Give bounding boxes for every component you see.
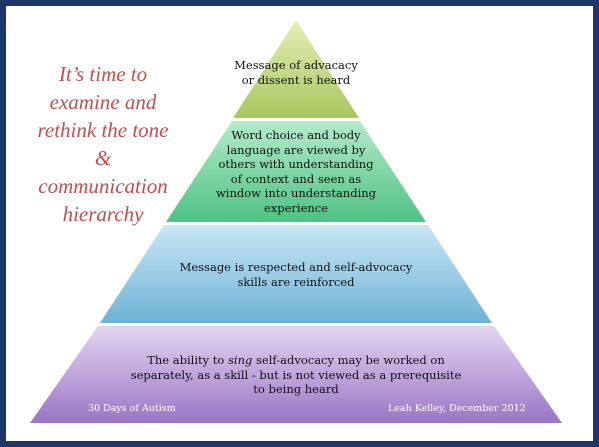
pyramid-tier-top	[233, 20, 359, 118]
pyramid-tier-base	[30, 326, 562, 423]
tier-second-label: Word choice and body language are viewed…	[215, 128, 377, 215]
pyramid-tier-second	[166, 121, 426, 222]
tier-base-label: The ability to sing self-advocacy may be…	[130, 353, 462, 396]
pyramid-tier-third	[100, 225, 492, 323]
tier-top-label: Message of advacacy or dissent is heard	[234, 58, 358, 87]
footer-author-date: Leah Kelley, December 2012	[388, 403, 526, 414]
footer-source: 30 Days of Autism	[88, 403, 176, 414]
slogan-text: It’s time to examine and rethink the ton…	[37, 62, 169, 226]
tier-third-label: Message is respected and self-advocacy s…	[179, 260, 413, 289]
